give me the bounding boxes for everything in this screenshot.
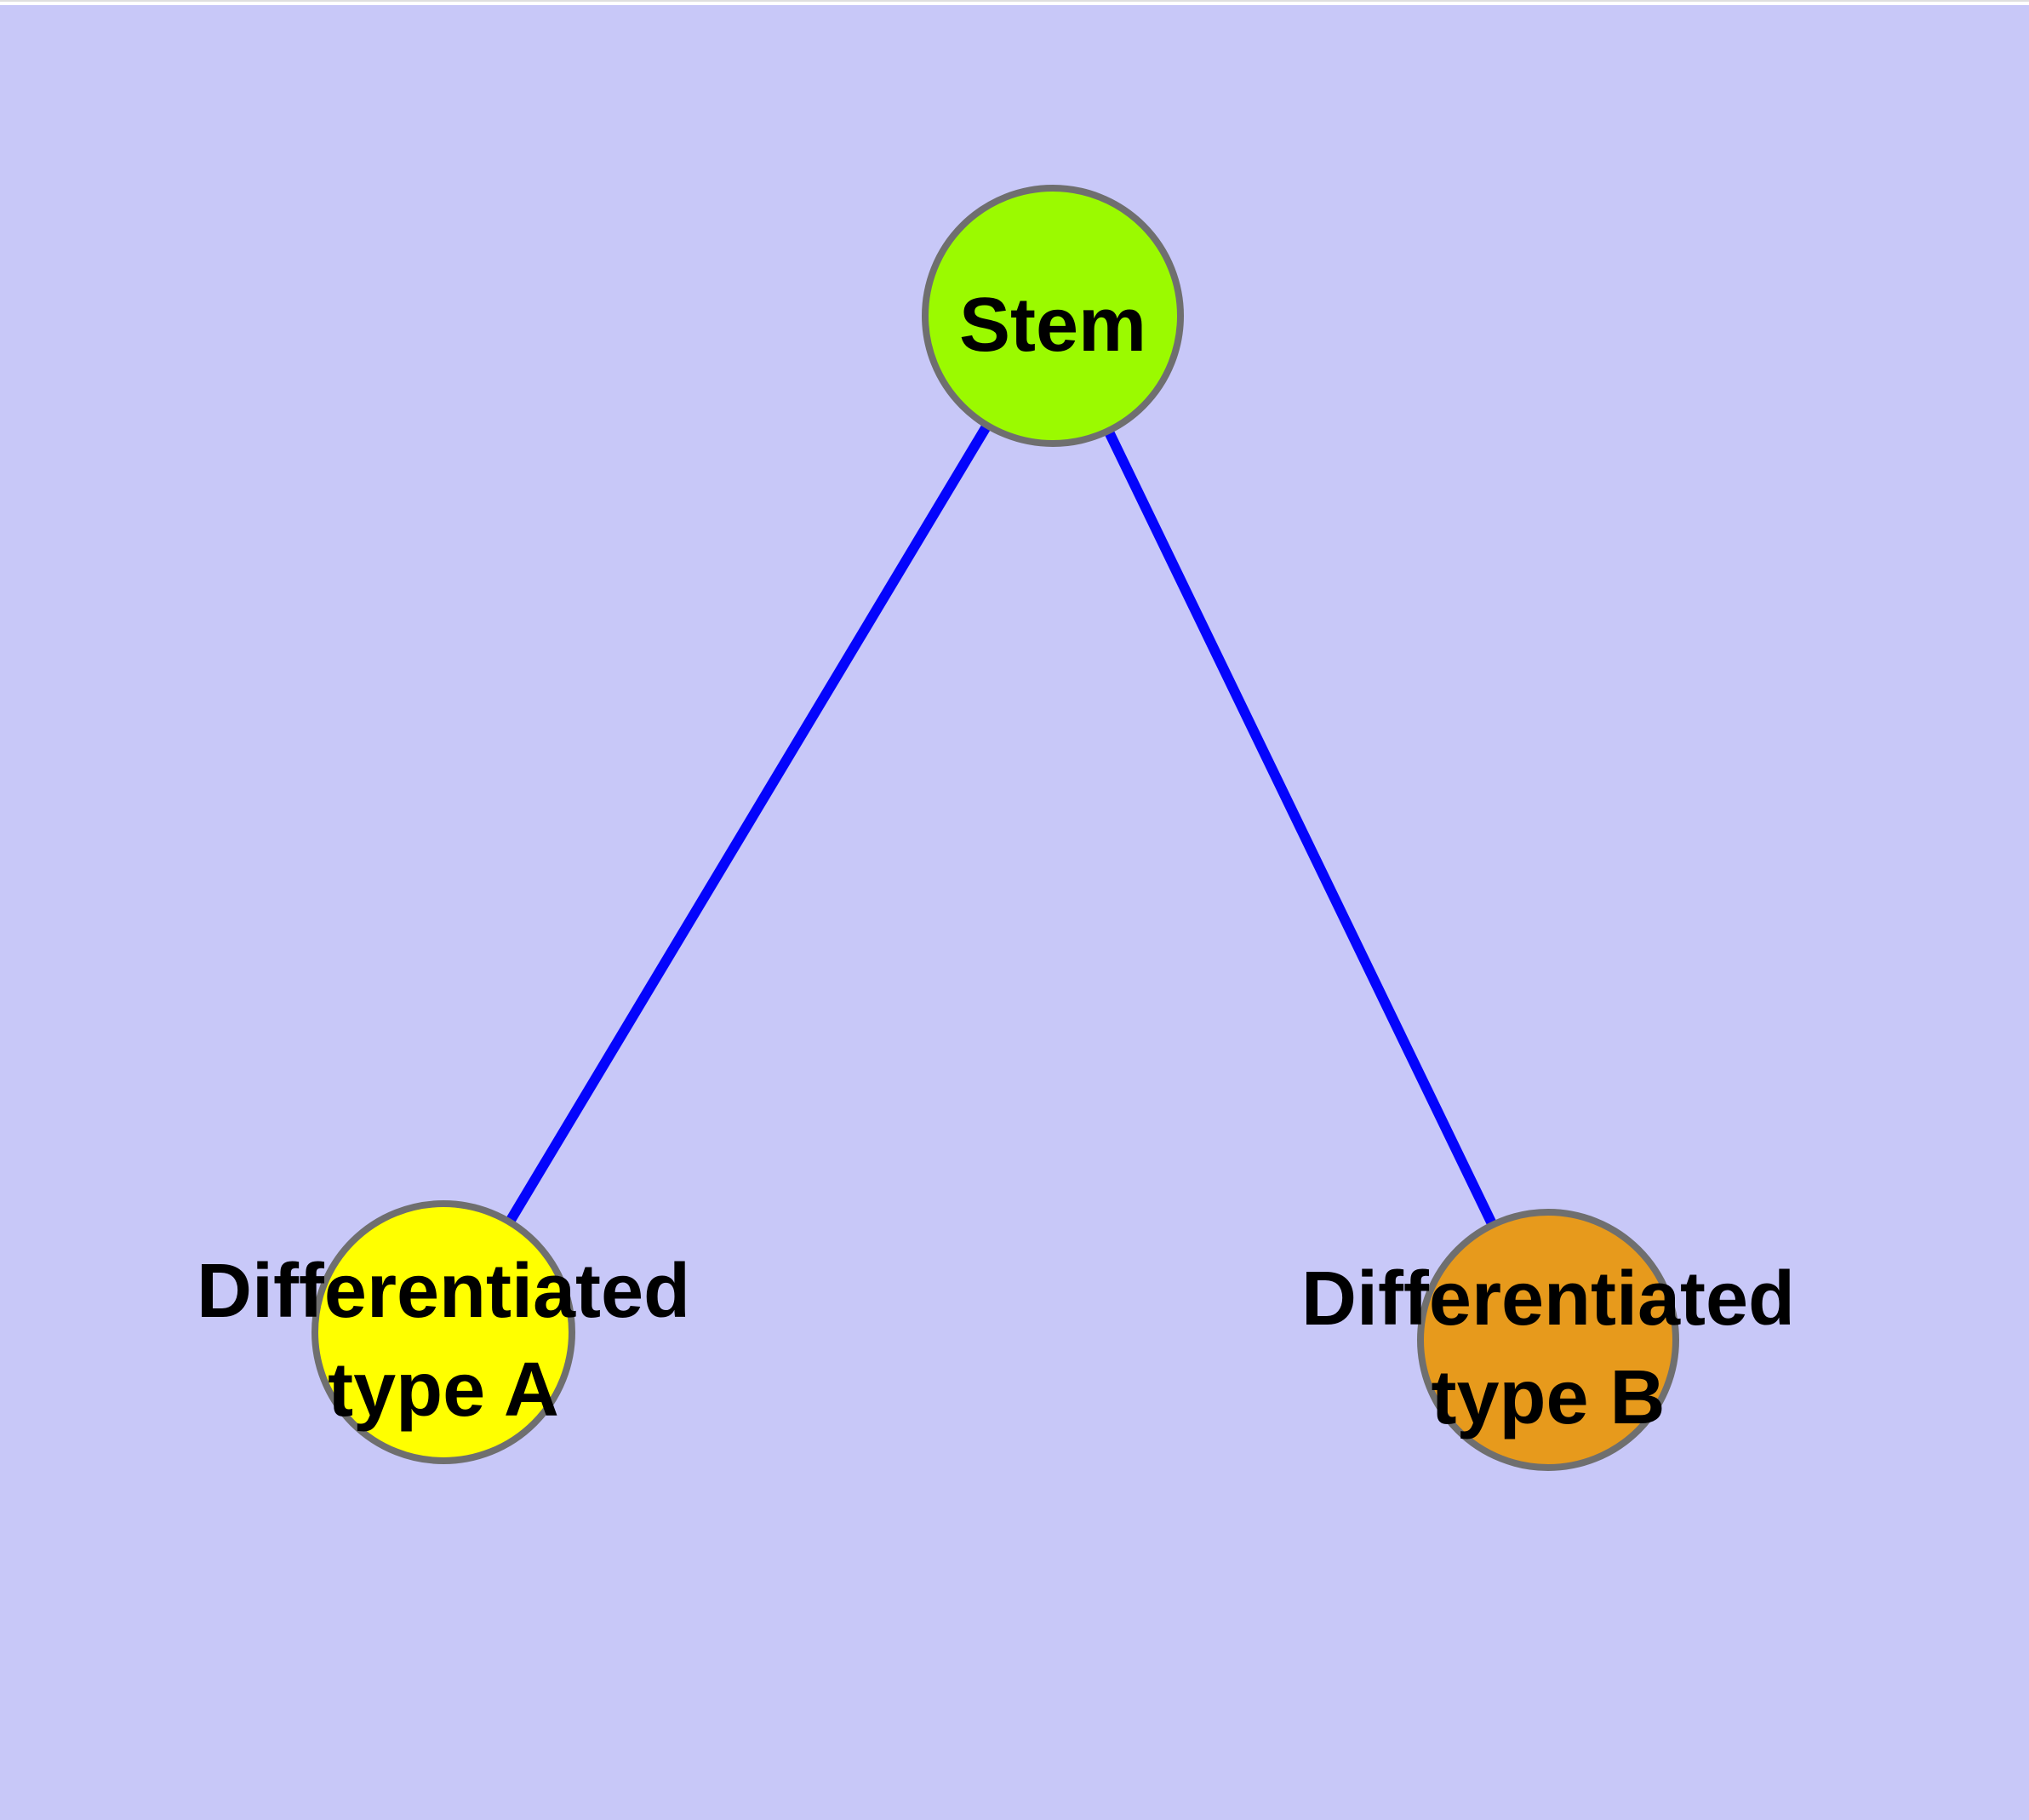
edge-stem-typeB [1048, 313, 1553, 1342]
node-typeA-label: Differentiated type A [197, 1249, 690, 1433]
node-stem-circle [922, 185, 1184, 447]
nodes-layer [311, 185, 1679, 1471]
node-typeA-label-line2: type A [328, 1348, 559, 1433]
node-stem-label: Stem [959, 283, 1146, 368]
node-typeB-label: Differentiated type B [1301, 1256, 1795, 1440]
node-typeB-circle [1417, 1209, 1679, 1471]
node-typeB-label-line2: type B [1431, 1355, 1665, 1440]
node-stem-label-line1: Stem [959, 283, 1146, 368]
window-top-border [0, 0, 2029, 2]
edge-stem-typeA [438, 312, 1058, 1336]
node-typeA-label-line1: Differentiated [197, 1249, 690, 1334]
node-typeB-label-line1: Differentiated [1301, 1256, 1795, 1342]
edges-layer [438, 312, 1553, 1342]
node-typeA-circle [311, 1200, 575, 1464]
